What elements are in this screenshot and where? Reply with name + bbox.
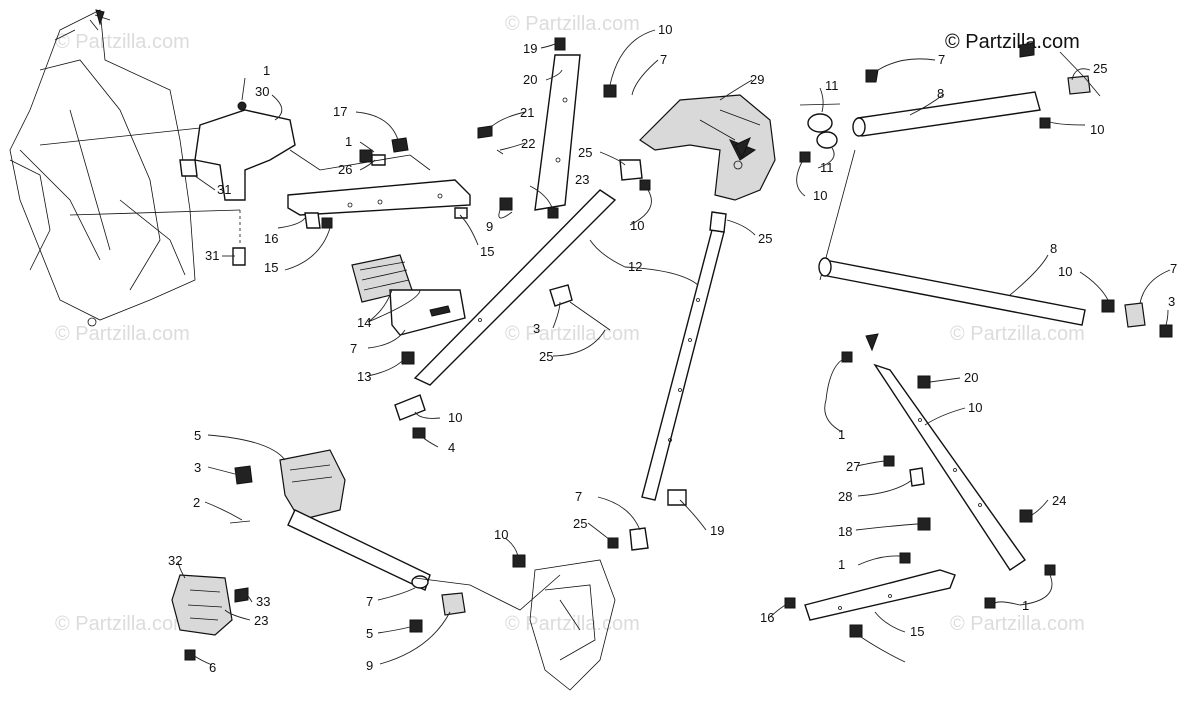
callout-label: 10: [1090, 122, 1104, 137]
callout-label: 11: [825, 78, 839, 93]
callout-label: 24: [1052, 493, 1066, 508]
callout-label: 7: [366, 594, 373, 609]
callout-label: 5: [366, 626, 373, 641]
callout-label: 9: [486, 219, 493, 234]
callout-label: 10: [658, 22, 672, 37]
callout-label: 16: [264, 231, 278, 246]
callout-label: 16: [760, 610, 774, 625]
callout-label: 3: [1168, 294, 1175, 309]
callout-label: 25: [573, 516, 587, 531]
callout-label: 33: [256, 594, 270, 609]
watermark: © Partzilla.com: [950, 613, 1085, 635]
callout-label: 31: [205, 248, 219, 263]
callout-label: 1: [1022, 598, 1029, 613]
callout-label: 28: [838, 489, 852, 504]
callout-label: 10: [968, 400, 982, 415]
callout-label: 25: [539, 349, 553, 364]
callout-label: 10: [1058, 264, 1072, 279]
watermark: © Partzilla.com: [55, 31, 190, 53]
callout-label: 7: [575, 489, 582, 504]
callout-label: 10: [494, 527, 508, 542]
callout-label: 10: [813, 188, 827, 203]
callout-label: 15: [480, 244, 494, 259]
callout-label: 30: [255, 84, 269, 99]
callout-label: 5: [194, 428, 201, 443]
watermark-layer: © Partzilla.com © Partzilla.com © Partzi…: [55, 13, 1085, 635]
leader-lines: [177, 29, 1171, 666]
callout-label: 12: [628, 259, 642, 274]
motor-assembly: [171, 574, 233, 636]
callout-label: 32: [168, 553, 182, 568]
callout-label: 29: [750, 72, 764, 87]
callout-label: 23: [575, 172, 589, 187]
callout-label: 1: [345, 134, 352, 149]
callout-label: 7: [350, 341, 357, 356]
steering-support: [639, 94, 776, 201]
callout-label: 1: [838, 557, 845, 572]
callout-label: 10: [630, 218, 644, 233]
watermark: © Partzilla.com: [950, 323, 1085, 345]
callout-label: 19: [523, 41, 537, 56]
callout-label: 2: [193, 495, 200, 510]
callout-label: 15: [264, 260, 278, 275]
watermark: © Partzilla.com: [505, 323, 640, 345]
callout-label: 7: [938, 52, 945, 67]
callout-label: 18: [838, 524, 852, 539]
callout-label: 14: [357, 315, 371, 330]
callout-label: 7: [1170, 261, 1177, 276]
watermark: © Partzilla.com: [55, 323, 190, 345]
callout-label: 1: [838, 427, 845, 442]
callout-label: 15: [910, 624, 924, 639]
callout-label: 17: [333, 104, 347, 119]
callout-label: 7: [660, 52, 667, 67]
callout-label: 10: [448, 410, 462, 425]
callout-label: 3: [533, 321, 540, 336]
copyright-notice: © Partzilla.com: [945, 31, 1080, 53]
callout-label: 20: [964, 370, 978, 385]
callout-label: 25: [758, 231, 772, 246]
callout-label: 3: [194, 460, 201, 475]
callout-label: 31: [217, 182, 231, 197]
callout-label: 25: [578, 145, 592, 160]
callout-label: 23: [254, 613, 268, 628]
callout-label: 20: [523, 72, 537, 87]
callout-label: 19: [710, 523, 724, 538]
callout-label: 22: [521, 136, 535, 151]
callout-label: 9: [366, 658, 373, 673]
callout-label: 1: [263, 63, 270, 78]
callout-labels: 1 30 31 31 16 15 17 1 26 9 15 21 22 19 2…: [168, 22, 1177, 675]
callout-label: 11: [820, 160, 834, 175]
frame-body-left: [9, 9, 196, 327]
callout-label: 25: [1093, 61, 1107, 76]
cover-plate: [194, 109, 296, 201]
callout-label: 6: [209, 660, 216, 675]
callout-label: 8: [1050, 241, 1057, 256]
callout-label: 26: [338, 162, 352, 177]
callout-label: 21: [520, 105, 534, 120]
callout-label: 8: [937, 86, 944, 101]
watermark: © Partzilla.com: [505, 613, 640, 635]
watermark: © Partzilla.com: [505, 13, 640, 35]
callout-label: 27: [846, 459, 860, 474]
callout-label: 4: [448, 440, 455, 455]
watermark: © Partzilla.com: [55, 613, 190, 635]
part-artwork: [9, 9, 1173, 691]
callout-label: 13: [357, 369, 371, 384]
